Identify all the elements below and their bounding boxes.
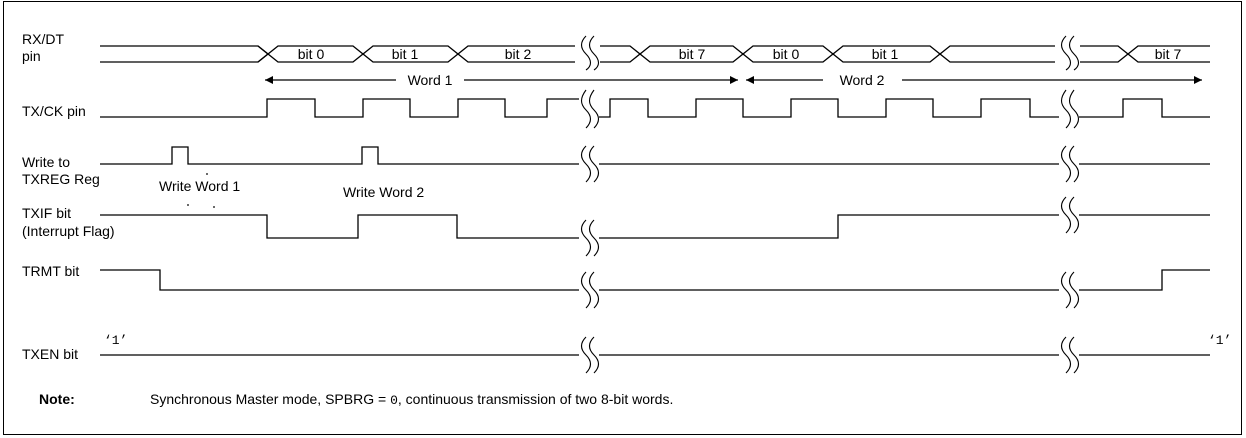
write-txreg-label: Write to [22,154,70,170]
rx-bit-label: bit 2 [505,46,532,62]
note-text-after: , continuous transmission of two 8-bit w… [398,391,673,407]
note-text: Synchronous Master mode, SPBRG = 0, cont… [150,391,673,408]
word1-label: Word 1 [408,72,453,88]
time-break-marker [1059,35,1080,374]
rx-bit-label: bit 1 [392,46,419,62]
rx-bit-label: bit 0 [773,46,800,62]
note-text-before: Synchronous Master mode, SPBRG = [150,391,390,407]
txif-label: TXIF bit [22,205,71,221]
txif-waveform [100,214,1210,239]
word2-label: Word 2 [840,72,885,88]
write-word1-dots [187,173,215,208]
diagram-border [3,1,1242,435]
txif-label-flag: (Interrupt Flag) [22,223,115,239]
rx-bit-label: bit 0 [298,46,325,62]
write-word2-annotation: Write Word 2 [343,184,424,200]
trmt-label: TRMT bit [22,263,79,279]
write-word1-annotation: Write Word 1 [159,178,240,194]
txck-waveform [100,98,1210,118]
txck-label: TX/CK pin [22,103,86,119]
rx-bit-label: bit 1 [872,46,899,62]
txen-label: TXEN bit [22,346,78,362]
note-label: Note: [39,391,75,407]
rxdt-label-pin: pin [22,48,41,64]
write-txreg-label-reg: TXREG Reg [22,171,100,187]
note-spbrg-value: 0 [390,393,398,408]
rxdt-bus [100,45,1210,63]
write-txreg-waveform [100,146,1210,165]
txen-right-value: ‘1’ [1208,333,1231,348]
rxdt-label: RX/DT [22,31,64,47]
time-break-marker [579,35,600,374]
trmt-waveform [100,269,1210,291]
txen-left-value: ‘1’ [104,333,127,348]
rx-bit-label: bit 7 [679,46,706,62]
rx-bit-label: bit 7 [1155,46,1182,62]
